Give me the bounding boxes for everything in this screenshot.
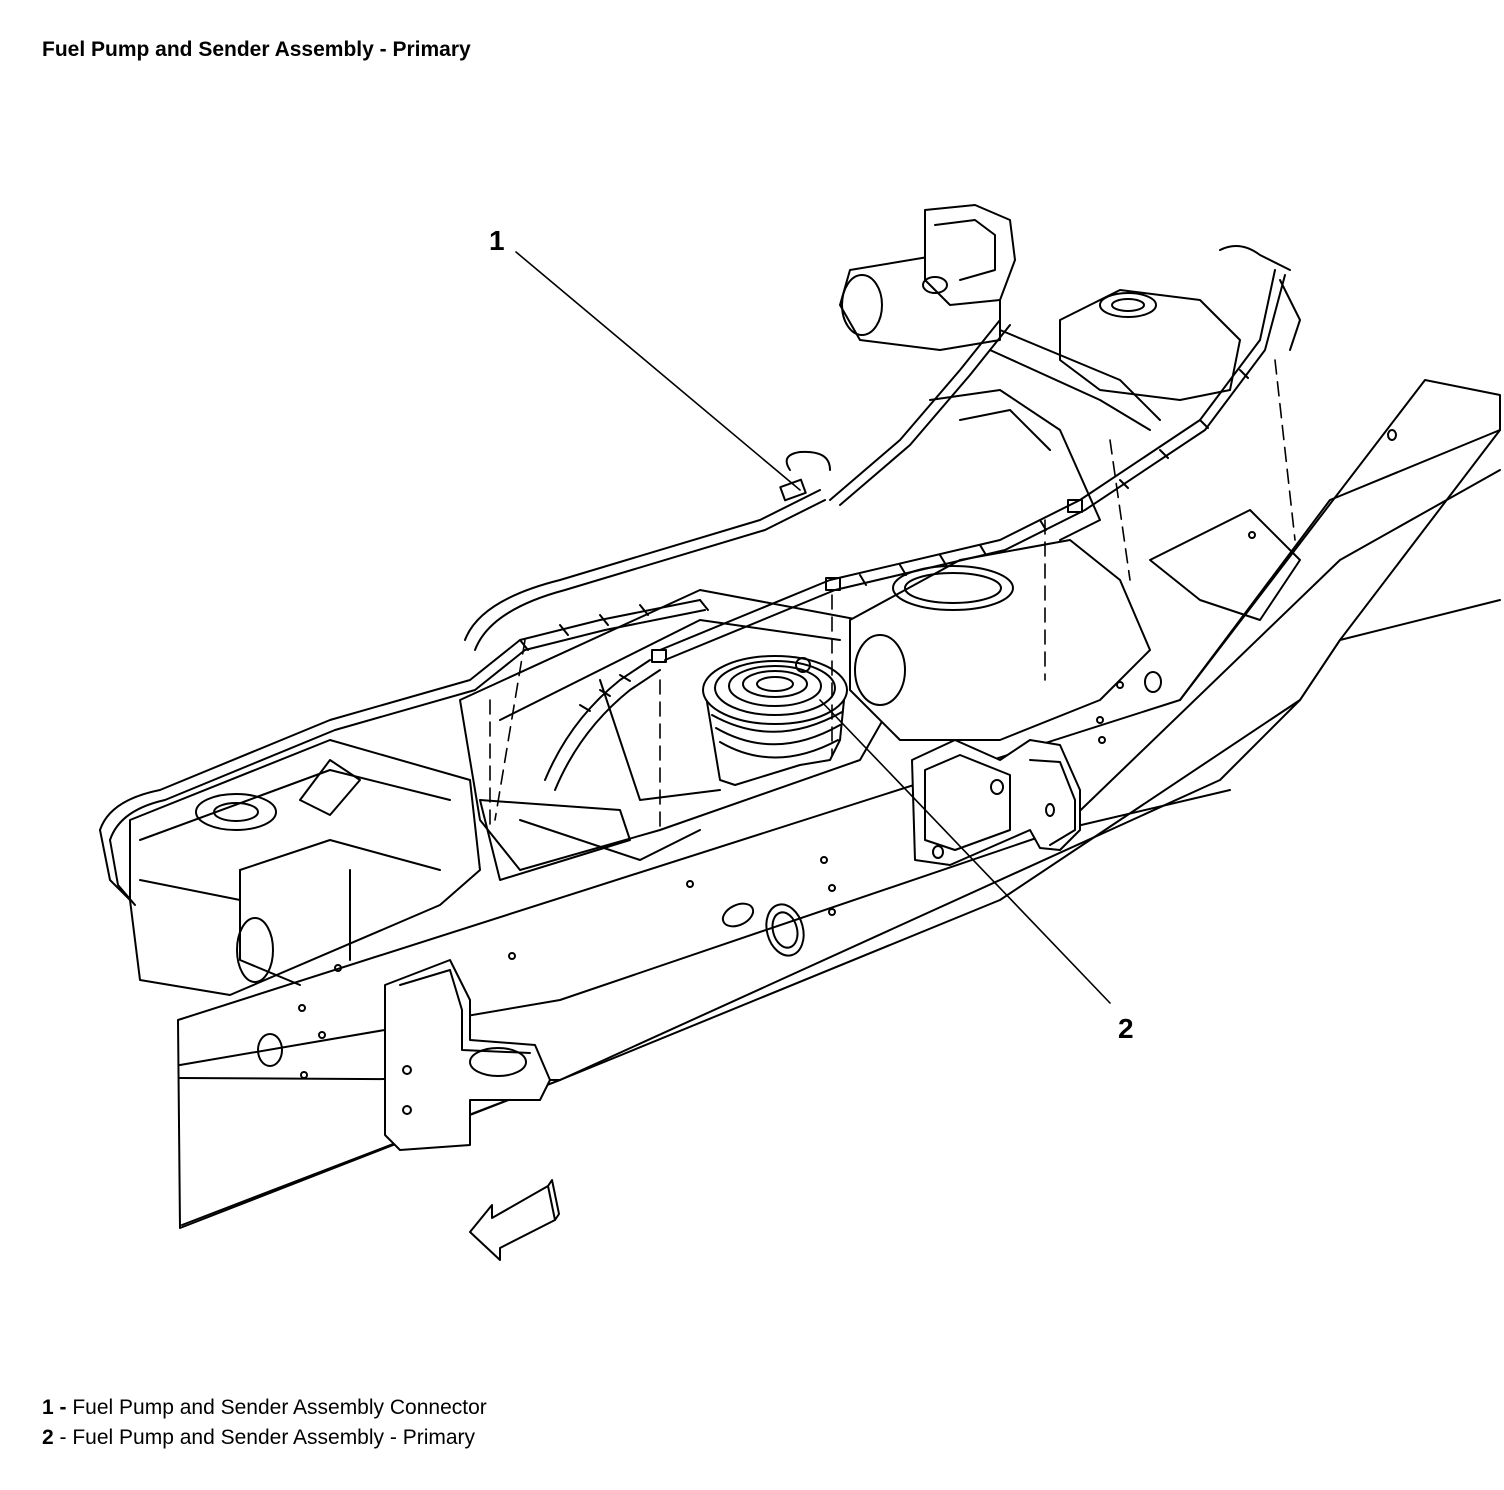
legend: 1 - Fuel Pump and Sender Assembly Connec… [42,1393,487,1453]
legend-text: Fuel Pump and Sender Assembly Connector [72,1396,487,1419]
legend-item: 1 - Fuel Pump and Sender Assembly Connec… [42,1393,487,1423]
rear-fuel-tank [849,389,1301,741]
rear-bracket [911,739,1081,866]
callout-1-leader [515,251,801,491]
callout-leaders [515,251,1111,1004]
legend-number: 1 [42,1396,54,1419]
callout-2-label: 2 [1118,1013,1134,1044]
front-fuel-tank [129,739,481,996]
legend-separator: - [59,1396,73,1419]
legend-separator: - [59,1426,73,1449]
callout-1-label: 1 [489,225,505,256]
legend-text: Fuel Pump and Sender Assembly - Primary [72,1426,476,1449]
page-title: Fuel Pump and Sender Assembly - Primary [42,38,471,61]
evap-canister [839,204,1241,431]
wiring-harness [99,245,1301,906]
legend-item: 2 - Fuel Pump and Sender Assembly - Prim… [42,1423,487,1453]
legend-number: 2 [42,1426,54,1449]
assembly-lines [489,359,1296,831]
frame-rail [177,379,1501,1229]
fuel-pump-module [702,655,848,786]
front-direction-arrow-icon [469,1179,560,1261]
callout-2-leader [819,699,1111,1004]
front-bracket [384,959,551,1151]
